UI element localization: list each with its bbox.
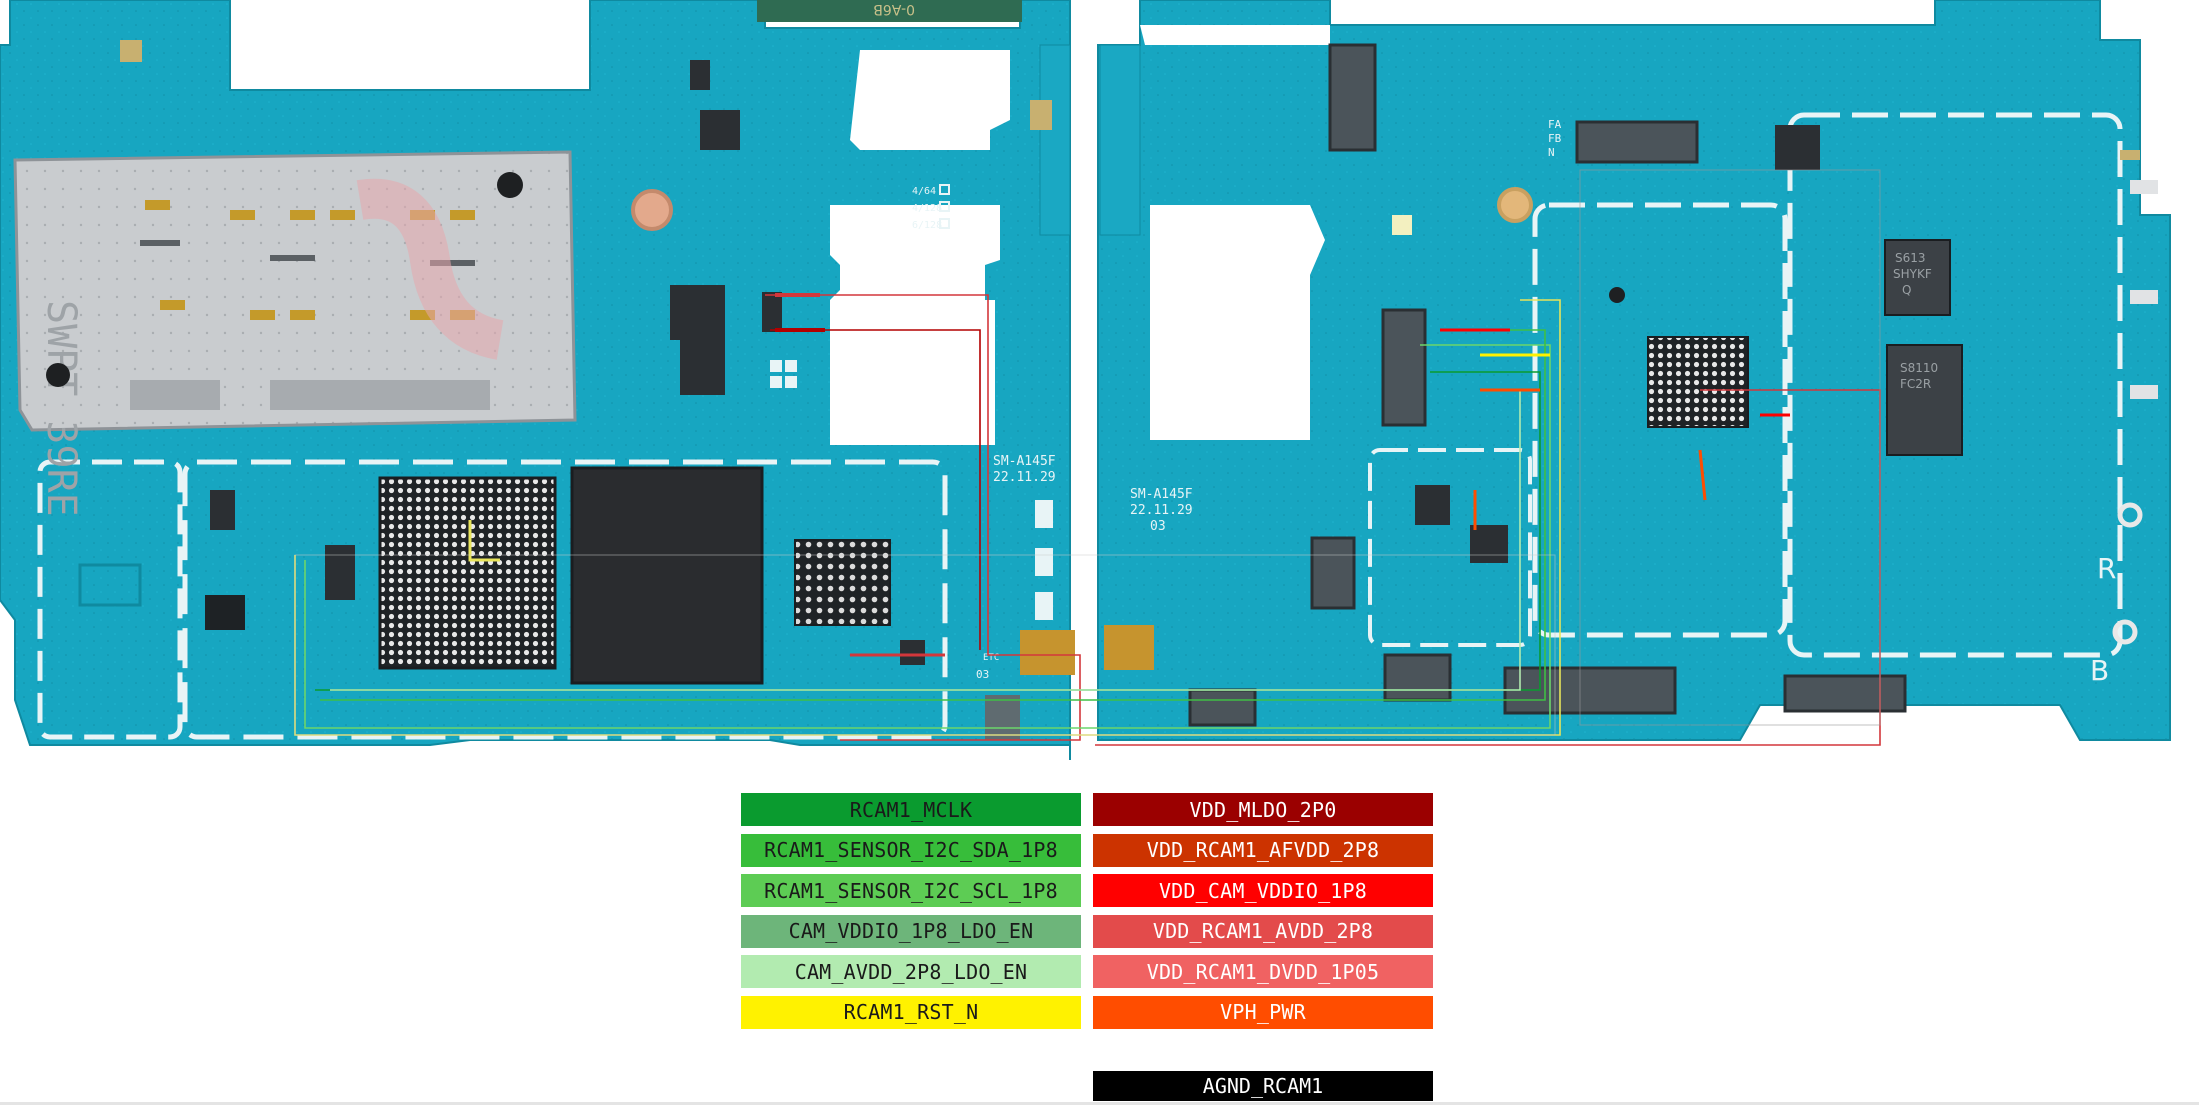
left-side-components: [78, 490, 1053, 740]
legend-right-label: VDD_CAM_VDDIO_1P8: [1158, 878, 1368, 903]
connector-mark-n: N: [1548, 146, 1555, 159]
legend-left-item: RCAM1_SENSOR_I2C_SCL_1P8: [741, 874, 1081, 907]
legend-left-label: RCAM1_SENSOR_I2C_SDA_1P8: [764, 838, 1058, 862]
memory-mark-3: 6/128: [912, 220, 942, 231]
legend-left-item: RCAM1_MCLK: [741, 793, 1081, 826]
memory-chip: [570, 466, 764, 685]
ic-s613: [1884, 239, 1951, 316]
sim-tray-text: SWPT 39RE: [38, 300, 84, 517]
ic-s8110-code: FC2R: [1900, 377, 1931, 391]
legend-left-item: CAM_AVDD_2P8_LDO_EN: [741, 955, 1081, 988]
legend-right-label: VPH_PWR: [1220, 1000, 1306, 1024]
legend-right-item: VDD_RCAM1_DVDD_1P05: [1093, 955, 1433, 988]
right-board-model: SM-A145F: [1130, 487, 1193, 502]
right-mount-pad: [1497, 187, 1533, 223]
legend-ground: AGND_RCAM1: [1093, 1071, 1433, 1101]
legend-right-item: VDD_CAM_VDDIO_1P8: [1093, 874, 1433, 907]
legend-left-item: CAM_VDDIO_1P8_LDO_EN: [741, 914, 1081, 948]
legend-left-label: CAM_AVDD_2P8_LDO_EN: [794, 959, 1028, 984]
legend-left-label: RCAM1_MCLK: [849, 797, 973, 822]
pcb-board-photo: SWPT 39RE 4/64 4/128 6/128 0-A6B: [0, 0, 2171, 760]
legend-right-item: VDD_RCAM1_AVDD_2P8: [1093, 914, 1433, 948]
connector-mark-fb: FB: [1548, 132, 1562, 145]
gold-mount-pad: [631, 189, 673, 231]
ic-s613-q: Q: [1902, 283, 1911, 297]
rf-transceiver-bga: [1647, 336, 1749, 428]
ic-s613-code: SHYKF: [1893, 267, 1932, 281]
top-label-strip: [757, 0, 1022, 22]
legend-left-label: CAM_VDDIO_1P8_LDO_EN: [788, 919, 1034, 943]
legend-left-label: RCAM1_RST_N: [843, 1000, 979, 1024]
right-board-rev: 03: [1150, 519, 1166, 534]
legend-right-item: VPH_PWR: [1093, 995, 1433, 1029]
antenna-pad-1: [2117, 502, 2143, 528]
side-mark-r: R: [2097, 552, 2116, 585]
legend-right-item: VDD_MLDO_2P0: [1093, 793, 1433, 826]
memory-mark-2: 4/128: [912, 203, 942, 214]
legend-right-label: VDD_RCAM1_AVDD_2P8: [1152, 919, 1374, 943]
left-top-components: [120, 40, 1052, 395]
top-label-text: 0-A6B: [873, 1, 915, 17]
pmic-bga-chip: [794, 539, 891, 626]
connector-mark-fa: FA: [1548, 118, 1562, 131]
legend-left-label: RCAM1_SENSOR_I2C_SCL_1P8: [764, 878, 1058, 903]
right-hole: [1609, 287, 1625, 303]
memory-options: 4/64 4/128 6/128: [912, 184, 950, 231]
ic-s8110: [1886, 344, 1963, 456]
right-board-connectors: [1188, 43, 1907, 727]
legend-left-item: RCAM1_RST_N: [741, 995, 1081, 1029]
right-board-date: 22.11.29: [1130, 503, 1193, 518]
right-board-half: [1097, 0, 2171, 741]
qr-code-left: [1020, 630, 1075, 675]
antenna-pad-2: [2112, 619, 2138, 645]
ic-s613-mark: S613: [1895, 251, 1926, 265]
bottom-rule: [0, 1102, 2199, 1105]
etc-mark-num: 03: [976, 668, 989, 681]
legend-right-label: VDD_RCAM1_AFVDD_2P8: [1146, 838, 1380, 862]
left-board-date: 22.11.29: [993, 470, 1056, 485]
legend-right-label: VDD_RCAM1_DVDD_1P05: [1146, 959, 1380, 984]
ic-s8110-mark: S8110: [1900, 361, 1938, 375]
soc-bga-chip: [378, 476, 557, 670]
legend-right-item: VDD_RCAM1_AFVDD_2P8: [1093, 833, 1433, 867]
ic-top-right: [1775, 125, 1820, 170]
side-mark-b: B: [2090, 654, 2109, 687]
right-edge-pads: [2120, 150, 2158, 399]
ic-coil-right: [1470, 525, 1508, 563]
led-pad: [1392, 215, 1412, 235]
left-board-model: SM-A145F: [993, 454, 1056, 469]
sim-tray: SWPT 39RE: [13, 150, 577, 517]
ic-pm-right: [1415, 485, 1450, 525]
memory-mark-1: 4/64: [912, 186, 936, 197]
legend-right-label: VDD_MLDO_2P0: [1189, 797, 1337, 822]
legend-ground-label: AGND_RCAM1: [1202, 1074, 1324, 1098]
etc-mark: ETC: [983, 653, 999, 663]
qr-code-right: [1104, 625, 1154, 670]
legend-left-item: RCAM1_SENSOR_I2C_SDA_1P8: [741, 833, 1081, 867]
